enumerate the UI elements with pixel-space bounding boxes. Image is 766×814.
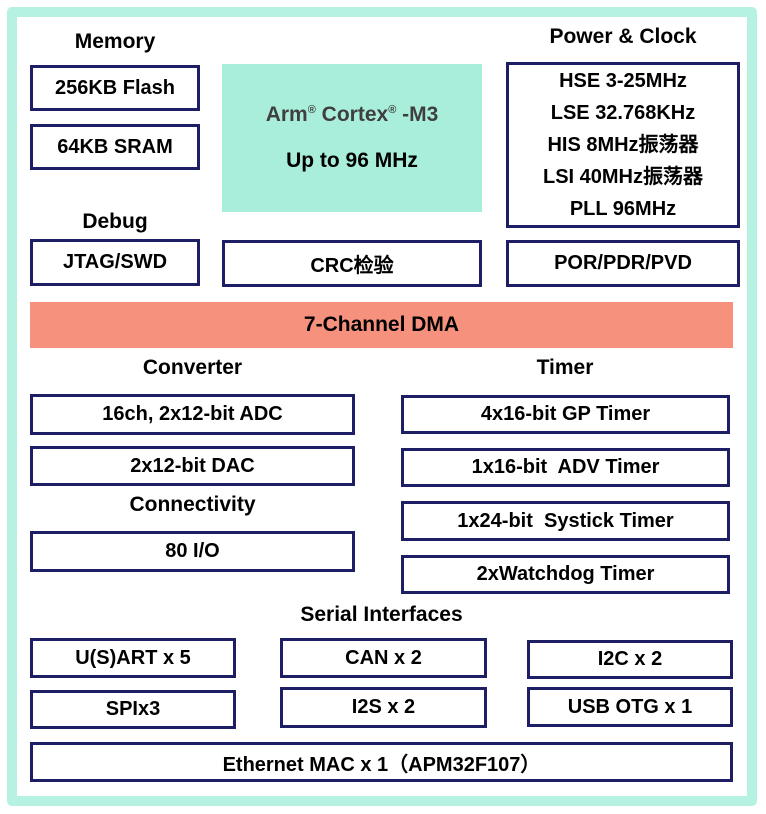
debug-section-label: Debug (82, 210, 148, 233)
power-clock-line: LSI 40MHz振荡器 (542, 166, 704, 188)
systick-timer-block: 1x24-bit Systick Timer (401, 501, 730, 541)
usart-block: U(S)ART x 5 (30, 638, 236, 678)
timer-section-label: Timer (536, 356, 594, 379)
flash-memory-block: 256KB Flash (30, 65, 200, 111)
can-block: CAN x 2 (280, 638, 487, 678)
power-clock-line: PLL 96MHz (569, 198, 677, 220)
i2c-block: I2C x 2 (527, 640, 733, 679)
sram-memory-block: 64KB SRAM (30, 124, 200, 170)
registered-mark: ® (388, 104, 397, 116)
serial-section-label: Serial Interfaces (300, 603, 463, 626)
power-clock-section-label: Power & Clock (549, 25, 697, 48)
cpu-core-name: Arm® Cortex® -M3 (266, 103, 439, 127)
power-clock-block: HSE 3-25MHz LSE 32.768KHz HIS 8MHz振荡器 LS… (506, 62, 740, 228)
i2s-block: I2S x 2 (280, 687, 487, 728)
usb-otg-block: USB OTG x 1 (527, 687, 733, 727)
diagram-border (7, 7, 757, 806)
watchdog-timer-block: 2xWatchdog Timer (401, 555, 730, 594)
por-pdr-pvd-block: POR/PDR/PVD (506, 240, 740, 287)
gpio-block: 80 I/O (30, 531, 355, 572)
adv-timer-block: 1x16-bit ADV Timer (401, 448, 730, 487)
power-clock-line: LSE 32.768KHz (550, 102, 696, 124)
cpu-model: -M3 (396, 103, 439, 126)
cpu-brand: Arm (265, 103, 308, 126)
jtag-swd-block: JTAG/SWD (30, 239, 200, 286)
crc-block: CRC检验 (222, 240, 482, 287)
registered-mark: ® (307, 104, 316, 116)
gp-timer-block: 4x16-bit GP Timer (401, 395, 730, 434)
cpu-family: Cortex (315, 103, 389, 126)
cpu-core-block: Arm® Cortex® -M3 Up to 96 MHz (222, 64, 482, 212)
dma-bar: 7-Channel DMA (30, 302, 733, 348)
adc-block: 16ch, 2x12-bit ADC (30, 394, 355, 435)
converter-section-label: Converter (142, 356, 243, 379)
connectivity-section-label: Connectivity (129, 493, 256, 516)
power-clock-line: HSE 3-25MHz (559, 70, 687, 92)
dac-block: 2x12-bit DAC (30, 446, 355, 486)
cpu-max-speed: Up to 96 MHz (286, 149, 418, 172)
spi-block: SPIx3 (30, 690, 236, 729)
memory-section-label: Memory (74, 30, 156, 53)
power-clock-line: HIS 8MHz振荡器 (547, 134, 699, 156)
ethernet-mac-block: Ethernet MAC x 1（APM32F107） (30, 742, 733, 782)
